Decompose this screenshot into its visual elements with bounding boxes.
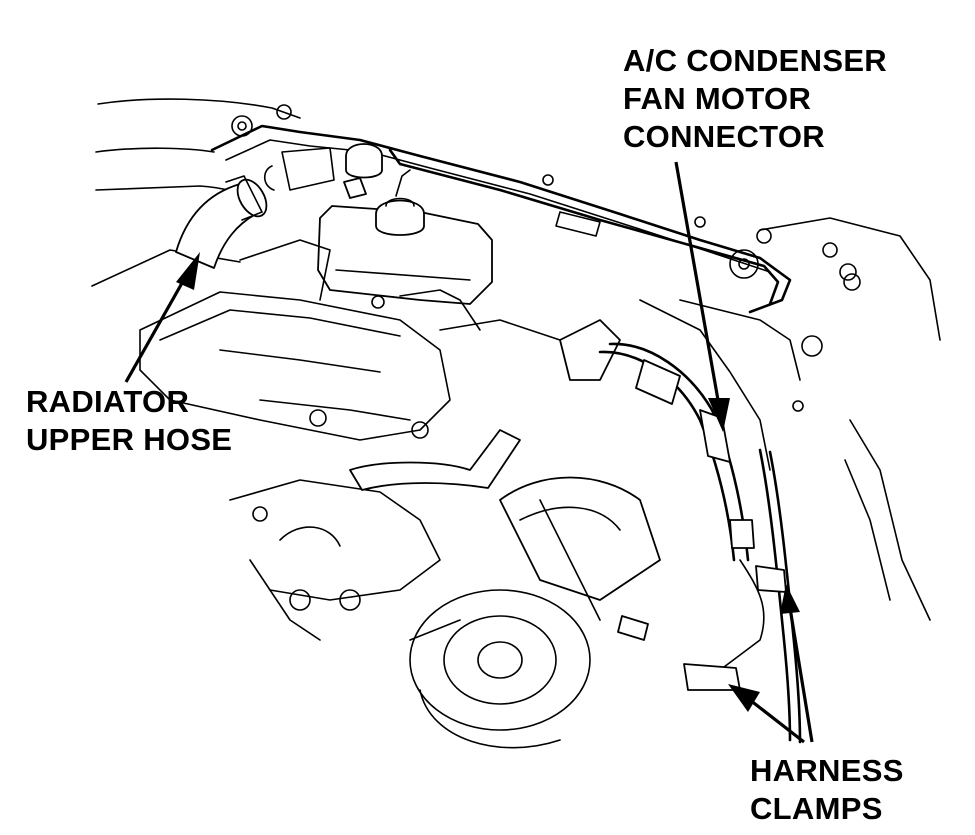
callout-line: CONNECTOR [623,119,825,154]
callout-ac-condenser-fan-motor-connector: A/C CONDENSER FAN MOTOR CONNECTOR [623,42,887,156]
callout-line: CLAMPS [750,791,883,826]
crank-pulley [409,589,591,749]
callout-arrows [124,161,814,744]
callout-line: FAN MOTOR [623,81,812,116]
callout-line: HARNESS [750,753,904,788]
callout-line: RADIATOR [26,384,190,419]
radiator-cap [263,143,383,199]
radiator-upper-hose [175,175,268,269]
radiator-support [210,104,861,471]
wire-harness [598,342,802,744]
callout-line: A/C CONDENSER [623,43,887,78]
callout-radiator-upper-hose: RADIATOR UPPER HOSE [26,383,232,459]
callout-harness-clamps: HARNESS CLAMPS [750,752,904,828]
lower-hoses [349,319,661,621]
callout-line: UPPER HOSE [26,422,233,457]
coolant-reservoir [317,169,493,305]
engine-block [139,239,601,641]
body-outline [91,98,941,621]
